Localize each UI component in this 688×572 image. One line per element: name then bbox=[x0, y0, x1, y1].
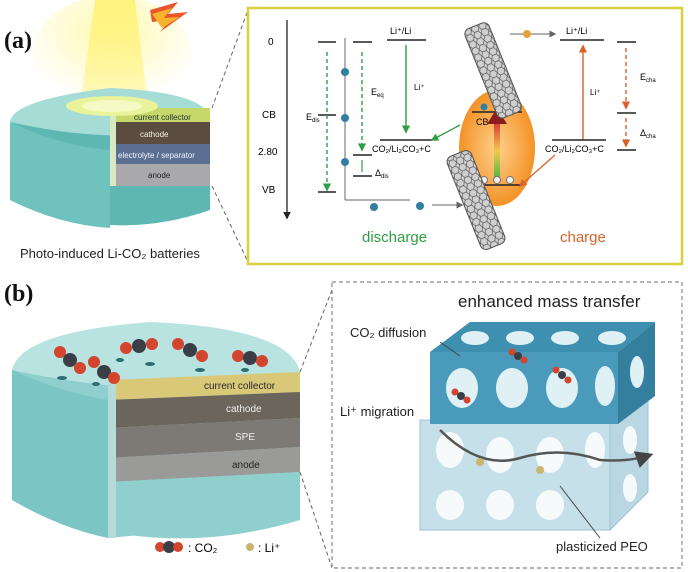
li-migration-label: Li⁺ migration bbox=[340, 404, 414, 419]
axis-level: 2.80 bbox=[258, 147, 278, 158]
zoom-line-b-top bbox=[299, 289, 333, 373]
electron-top-moving bbox=[523, 30, 531, 38]
co2-in-pores bbox=[451, 348, 572, 404]
li-couple-discharge: Li⁺/Li bbox=[390, 26, 411, 36]
battery-a bbox=[10, 88, 210, 228]
excitation-arrowhead bbox=[487, 108, 507, 124]
legend-co2-icon bbox=[155, 541, 183, 553]
nanotube-bottom bbox=[446, 150, 506, 250]
peo-leader bbox=[559, 485, 601, 539]
zoom-line-b-bottom bbox=[299, 471, 333, 569]
layer-a-current-collector: current collector bbox=[134, 113, 191, 122]
co2-couple-charge: CO₂/Li₂CO₃+C bbox=[545, 144, 604, 154]
layer-a-cathode: cathode bbox=[140, 130, 169, 139]
layer-a-anode: anode bbox=[148, 171, 171, 180]
li-ion-2 bbox=[536, 466, 544, 474]
co2-couple-discharge: CO₂/Li₂CO₃+C bbox=[372, 144, 431, 154]
e-dis-label: Edis bbox=[306, 112, 320, 124]
battery-b bbox=[12, 322, 300, 539]
axis-zero: 0 bbox=[268, 37, 274, 48]
layer-b-current-collector: current collector bbox=[204, 381, 276, 392]
e-eq-label: Eeq bbox=[371, 87, 384, 99]
excitation-arrow bbox=[494, 122, 500, 180]
li-migration-path bbox=[439, 429, 654, 468]
nanotube-top bbox=[464, 22, 522, 119]
inset-title: enhanced mass transfer bbox=[458, 292, 641, 311]
charge-label: charge bbox=[560, 229, 606, 246]
discharge-label: discharge bbox=[362, 229, 427, 246]
li-ion-discharge: Li⁺ bbox=[414, 83, 424, 92]
delta-dis-label: Δdis bbox=[375, 168, 389, 180]
li-ion-1 bbox=[476, 458, 484, 466]
lattice-cube bbox=[419, 322, 655, 532]
layer-b-spe: SPE bbox=[235, 432, 255, 443]
charge-transfer-arrow bbox=[518, 154, 556, 188]
layer-b-cathode: cathode bbox=[226, 404, 262, 415]
zoom-line-a-top bbox=[211, 9, 249, 109]
discharge-transfer-arrow bbox=[430, 124, 461, 141]
electrons-left bbox=[341, 68, 424, 211]
battery-a-caption: Photo-induced Li-CO₂ batteries bbox=[20, 246, 200, 261]
co2-diffusion-leader bbox=[439, 341, 461, 357]
e-cha-label: Echa bbox=[640, 72, 656, 84]
li-couple-charge: Li⁺/Li bbox=[566, 26, 587, 36]
layer-a-electrolyte: electrolyte / separator bbox=[118, 151, 195, 160]
energy-diagram-frame bbox=[246, 6, 684, 266]
delta-cha-label: Δcha bbox=[640, 128, 656, 140]
layer-b-anode: anode bbox=[232, 460, 260, 471]
co2-molecules-top bbox=[54, 338, 268, 386]
co2-diffusion-label: CO₂ diffusion bbox=[350, 325, 426, 340]
axis-vb: VB bbox=[262, 185, 276, 196]
peo-label: plasticized PEO bbox=[556, 539, 648, 554]
legend-li-label: : Li⁺ bbox=[258, 541, 280, 555]
li-ion-charge: Li⁺ bbox=[590, 88, 600, 97]
legend-li-icon bbox=[246, 543, 254, 551]
semi-cb-label: CB bbox=[476, 117, 489, 127]
lightning-icon bbox=[150, 2, 188, 32]
legend-co2-label: : CO₂ bbox=[188, 541, 218, 555]
axis-cb: CB bbox=[262, 110, 276, 121]
panel-a-label: (a) bbox=[4, 28, 32, 54]
zoom-line-a-bottom bbox=[211, 185, 249, 263]
panel-b-label: (b) bbox=[4, 281, 34, 307]
